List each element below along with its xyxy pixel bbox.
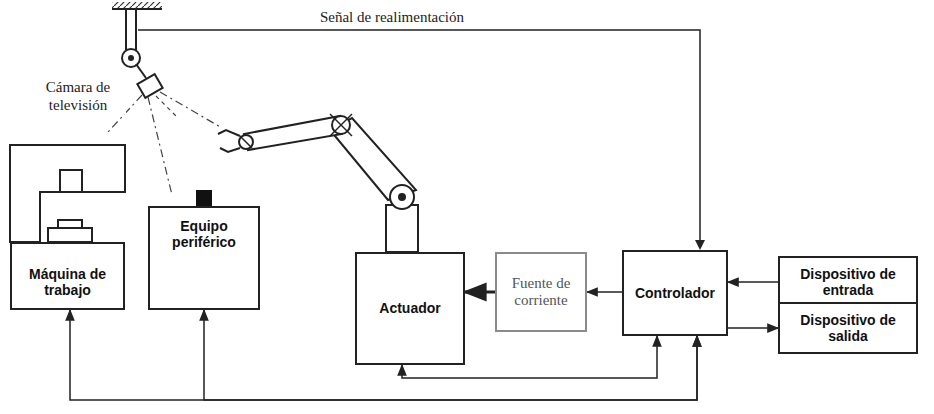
connector-arrow — [728, 281, 778, 283]
box-text: Equipo periférico — [156, 218, 252, 250]
connector-arrow — [587, 291, 622, 293]
input-device-box: Dispositivo de entrada — [778, 256, 918, 308]
box-text: Actuador — [379, 300, 440, 316]
box-text: Fuente de corriente — [503, 275, 579, 310]
actuator-box: Actuador — [355, 252, 465, 365]
power-source-box: Fuente de corriente — [495, 252, 587, 332]
output-device-box: Dispositivo de salida — [778, 302, 918, 354]
controller-box: Controlador — [622, 250, 728, 336]
box-text: Controlador — [635, 285, 715, 301]
box-text: Dispositivo de salida — [786, 312, 910, 344]
signal-label: Señal de realimentación — [290, 8, 494, 26]
box-text: Máquina de trabajo — [18, 266, 117, 298]
connector-arrow — [728, 327, 778, 329]
connector-arrow — [465, 291, 495, 294]
camera-label: Cámara de televisión — [30, 78, 126, 114]
work-machine-box: Máquina de trabajo — [10, 242, 125, 310]
box-text: Dispositivo de entrada — [786, 266, 910, 298]
peripheral-box: Equipo periférico — [148, 206, 260, 310]
